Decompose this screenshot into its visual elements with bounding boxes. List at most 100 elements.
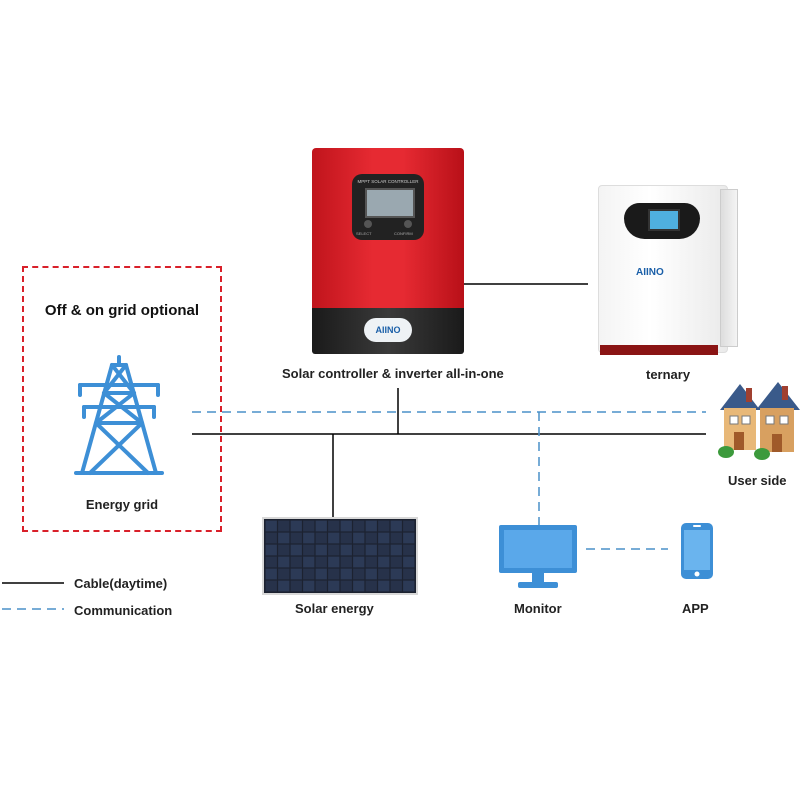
solar-cell — [378, 544, 390, 556]
solar-cell — [265, 556, 277, 568]
solar-cell — [340, 544, 352, 556]
solar-cell — [378, 532, 390, 544]
energy-grid-label: Energy grid — [85, 497, 159, 512]
controller-confirm-button — [404, 220, 412, 228]
solar-cell — [315, 580, 327, 592]
solar-cell — [290, 580, 302, 592]
solar-cell — [378, 580, 390, 592]
solar-cell — [390, 580, 402, 592]
solar-cell — [303, 544, 315, 556]
solar-cell — [365, 544, 377, 556]
solar-cell — [303, 580, 315, 592]
solar-cell — [340, 520, 352, 532]
solar-cell — [390, 520, 402, 532]
solar-cell — [340, 532, 352, 544]
solar-energy-label: Solar energy — [295, 601, 374, 616]
controller-display-panel: MPPT SOLAR CONTROLLER SELECT CONFIRM — [352, 174, 424, 240]
solar-cell — [328, 544, 340, 556]
inverter-device: AIINO — [598, 185, 738, 357]
solar-cell — [290, 520, 302, 532]
solar-cell — [315, 544, 327, 556]
controller-lcd-screen — [365, 188, 415, 218]
solar-cell — [278, 568, 290, 580]
solar-cell — [365, 520, 377, 532]
solar-cell — [278, 544, 290, 556]
solar-cell — [353, 520, 365, 532]
app-label: APP — [682, 601, 709, 616]
solar-cell — [403, 568, 415, 580]
solar-cell — [390, 556, 402, 568]
solar-cell — [378, 556, 390, 568]
solar-cell — [315, 568, 327, 580]
solar-controller-device: MPPT SOLAR CONTROLLER SELECT CONFIRM AII… — [312, 148, 464, 354]
phone-icon — [681, 523, 713, 579]
solar-cell — [390, 544, 402, 556]
solar-cell — [390, 532, 402, 544]
inverter-label: ternary — [646, 367, 691, 382]
solar-cell — [403, 520, 415, 532]
solar-cell — [265, 580, 277, 592]
solar-cell — [328, 580, 340, 592]
solar-cell — [403, 532, 415, 544]
solar-cell — [290, 556, 302, 568]
solar-cell — [278, 556, 290, 568]
user-side-label: User side — [728, 473, 787, 488]
monitor-label: Monitor — [514, 601, 562, 616]
solar-cell — [403, 556, 415, 568]
solar-cell — [328, 532, 340, 544]
solar-cell — [303, 532, 315, 544]
house-icon — [718, 382, 800, 460]
solar-cell — [303, 568, 315, 580]
solar-cell — [353, 544, 365, 556]
solar-cell — [353, 568, 365, 580]
controller-select-label: SELECT — [356, 231, 372, 236]
controller-screen-caption: MPPT SOLAR CONTROLLER — [357, 179, 419, 184]
solar-cell — [328, 568, 340, 580]
solar-cell — [378, 520, 390, 532]
solar-panel-icon — [262, 517, 418, 595]
solar-cell — [403, 580, 415, 592]
solar-cell — [290, 532, 302, 544]
solar-cell — [303, 520, 315, 532]
solar-cell — [315, 520, 327, 532]
solar-cell — [265, 520, 277, 532]
solar-cell — [365, 556, 377, 568]
solar-cell — [290, 568, 302, 580]
legend-cable-label: Cable(daytime) — [74, 576, 168, 591]
solar-cell — [340, 580, 352, 592]
inverter-lcd-screen — [648, 209, 680, 231]
solar-cell — [378, 568, 390, 580]
solar-cell — [340, 556, 352, 568]
solar-cell — [315, 532, 327, 544]
solar-cell — [265, 568, 277, 580]
monitor-icon — [499, 525, 577, 588]
solar-cell — [365, 580, 377, 592]
solar-cell — [328, 520, 340, 532]
solar-cell — [353, 532, 365, 544]
solar-cell — [303, 556, 315, 568]
controller-confirm-label: CONFIRM — [394, 231, 413, 236]
solar-cell — [353, 580, 365, 592]
transmission-tower-icon — [74, 355, 164, 475]
inverter-brand-logo: AIINO — [636, 267, 664, 278]
solar-cell — [403, 544, 415, 556]
solar-cell — [315, 556, 327, 568]
controller-label: Solar controller & inverter all-in-one — [282, 366, 504, 381]
grid-title: Off & on grid optional — [44, 302, 200, 319]
solar-cell — [278, 580, 290, 592]
solar-cell — [365, 532, 377, 544]
solar-cell — [265, 532, 277, 544]
solar-cell — [353, 556, 365, 568]
solar-cell — [365, 568, 377, 580]
solar-cell — [328, 556, 340, 568]
solar-cell — [340, 568, 352, 580]
controller-brand-logo: AIINO — [364, 318, 412, 342]
solar-cell — [290, 544, 302, 556]
energy-grid-box — [22, 266, 222, 532]
legend-communication-label: Communication — [74, 603, 173, 618]
controller-select-button — [364, 220, 372, 228]
solar-cell — [278, 520, 290, 532]
solar-cell — [390, 568, 402, 580]
inverter-display-panel — [624, 203, 700, 239]
